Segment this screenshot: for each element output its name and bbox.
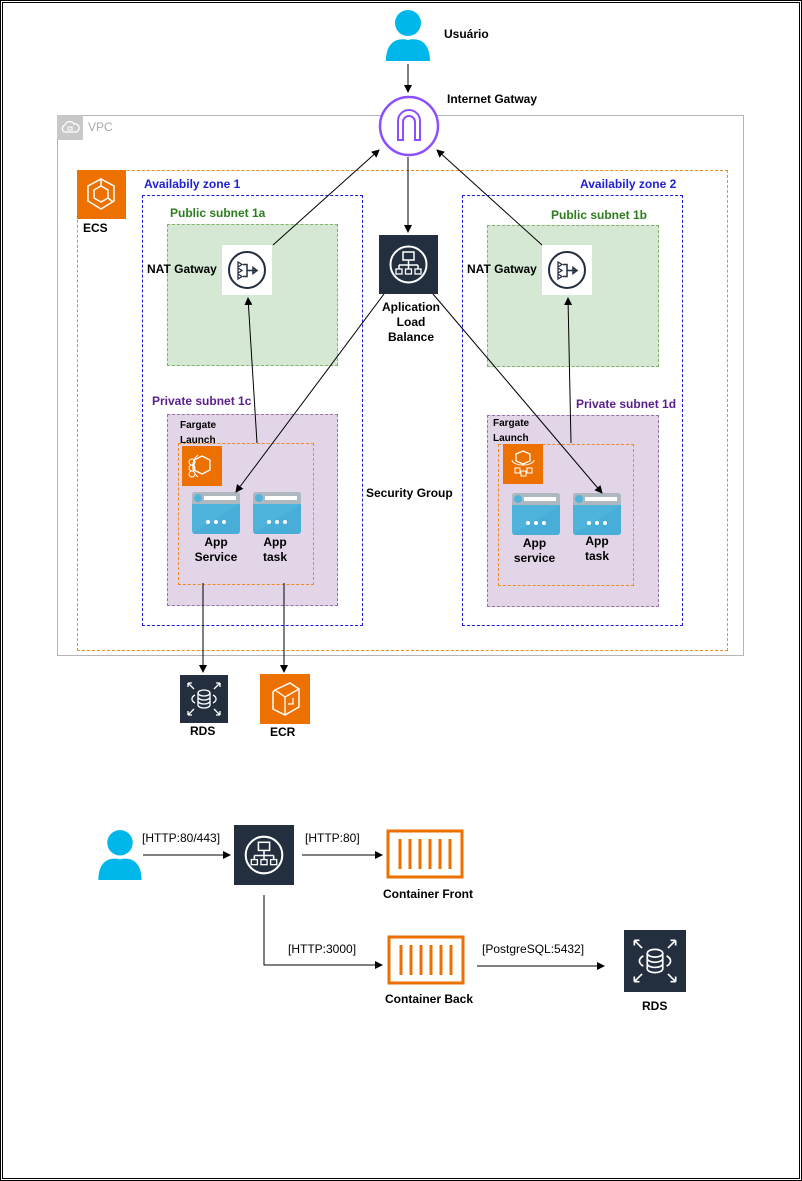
nat-gateway-2[interactable] xyxy=(542,245,592,295)
app-service-1-icon[interactable] xyxy=(192,492,240,534)
rds-label: RDS xyxy=(190,724,216,738)
app-task-2-label: App task xyxy=(584,534,610,563)
alb-label-line2: Load xyxy=(396,315,426,329)
container-back-label: Container Back xyxy=(385,992,474,1006)
edge-label-http-80: [HTTP:80] xyxy=(305,831,360,845)
ecr-label: ECR xyxy=(270,725,296,739)
private-subnet-1d-label: Private subnet 1d xyxy=(576,397,677,411)
container-front-icon[interactable] xyxy=(386,829,464,879)
ecs-cluster-boundary xyxy=(77,170,728,651)
edge-label-http-3000: [HTTP:3000] xyxy=(288,942,357,956)
nat-gateway-1-label: NAT Gatway xyxy=(147,262,217,276)
container-front-label: Container Front xyxy=(383,887,473,901)
internet-gateway-label: Internet Gatway xyxy=(447,92,538,106)
availability-zone-1-label: Availabily zone 1 xyxy=(144,177,241,191)
flow-user-icon[interactable] xyxy=(96,829,144,880)
edge-label-http-80-443: [HTTP:80/443] xyxy=(142,831,221,845)
fargate-launch-2-label: Fargate Launch xyxy=(493,418,530,444)
fargate-launch-1-label: Fargate Launch xyxy=(180,420,217,446)
app-task-1-label: App task xyxy=(262,535,288,564)
app-task-1-icon[interactable] xyxy=(253,492,301,534)
load-balancer-icon[interactable] xyxy=(379,235,438,294)
edge-label-postgresql: [PostgreSQL:5432] xyxy=(482,942,585,956)
ecr-icon[interactable] xyxy=(260,674,310,724)
user-icon[interactable] xyxy=(384,9,432,61)
app-service-1-label: App Service xyxy=(194,535,238,564)
fargate-tasks-icon xyxy=(503,444,543,484)
nat-gateway-2-label: NAT Gatway xyxy=(467,262,537,276)
vpc-label: VPC xyxy=(88,120,113,134)
rds-icon[interactable] xyxy=(180,675,228,723)
app-service-2-icon[interactable] xyxy=(512,493,560,535)
flow-load-balancer-icon[interactable] xyxy=(234,825,294,885)
flow-rds-label: RDS xyxy=(642,999,668,1013)
private-subnet-1c-label: Private subnet 1c xyxy=(152,394,252,408)
availability-zone-2-label: Availabily zone 2 xyxy=(580,177,677,191)
alb-label: Aplication Load Balance xyxy=(371,300,451,345)
flow-rds-icon[interactable] xyxy=(624,930,686,992)
cloud-lock-icon xyxy=(57,115,83,140)
app-service-2-label: App service xyxy=(513,536,556,565)
ecs-icon xyxy=(77,170,126,219)
public-subnet-1b-label: Public subnet 1b xyxy=(551,208,648,222)
internet-gateway-icon[interactable] xyxy=(378,95,440,157)
alb-label-line1: Aplication xyxy=(381,300,440,314)
nat-gateway-1[interactable] xyxy=(222,245,272,295)
public-subnet-1a-label: Public subnet 1a xyxy=(170,206,266,220)
fargate-icon xyxy=(182,446,222,486)
alb-label-line3: Balance xyxy=(387,330,435,344)
security-group-label: Security Group xyxy=(366,486,453,500)
ecs-label: ECS xyxy=(83,221,108,235)
container-back-icon[interactable] xyxy=(387,935,465,985)
app-task-2-icon[interactable] xyxy=(573,493,621,535)
user-label: Usuário xyxy=(444,27,489,41)
